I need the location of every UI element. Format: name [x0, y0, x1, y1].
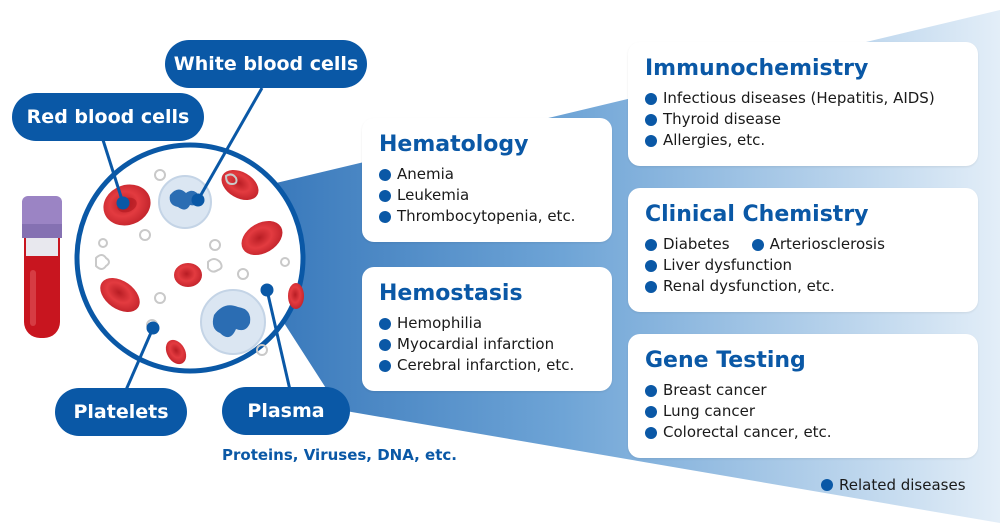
- card-title: Gene Testing: [645, 348, 806, 373]
- disease-item: Myocardial infarction: [379, 334, 602, 355]
- bullet-dot-icon: [751, 238, 764, 251]
- bullet-dot-icon: [645, 384, 657, 397]
- red-blood-cells-label: Red blood cells: [12, 93, 204, 141]
- bullet-dot-icon: [645, 405, 657, 418]
- bullet-dot-icon: [379, 168, 391, 181]
- legend: Related diseases: [821, 476, 966, 494]
- white-blood-cells-label: White blood cells: [165, 40, 367, 88]
- platelets-label: Platelets: [55, 388, 187, 436]
- bullet-dot-icon: [645, 238, 657, 251]
- bullet-dot-icon: [379, 189, 391, 202]
- immunochemistry-card: Immunochemistry Infectious diseases (Hep…: [628, 42, 978, 166]
- disease-item: Breast cancer: [645, 380, 968, 401]
- disease-item: Cerebral infarction, etc.: [379, 355, 602, 376]
- platelets-illustration: [95, 169, 290, 356]
- plasma-label: Plasma: [222, 387, 350, 435]
- bullet-dot-icon: [379, 210, 391, 223]
- disease-item: Renal dysfunction, etc.: [645, 276, 968, 297]
- disease-item: Hemophilia: [379, 313, 602, 334]
- disease-item: Allergies, etc.: [645, 130, 968, 151]
- disease-item: Colorectal cancer, etc.: [645, 422, 968, 443]
- bullet-dot-icon: [379, 317, 391, 330]
- red-blood-cells-illustration: [100, 169, 304, 365]
- white-blood-cells-illustration: [158, 175, 266, 355]
- bullet-dot-icon: [645, 113, 657, 126]
- bullet-dot-icon: [645, 280, 657, 293]
- bullet-dot-icon: [645, 134, 657, 147]
- disease-item: Thrombocytopenia, etc.: [379, 206, 602, 227]
- blood-tube: [22, 196, 62, 338]
- disease-item: Infectious diseases (Hepatitis, AIDS): [645, 88, 968, 109]
- hemostasis-card: Hemostasis Hemophilia Myocardial infarct…: [362, 267, 612, 391]
- card-title: Hematology: [379, 132, 529, 157]
- bullet-dot-icon: [645, 259, 657, 272]
- disease-item: Thyroid disease: [645, 109, 968, 130]
- gene-testing-card: Gene Testing Breast cancer Lung cancer C…: [628, 334, 978, 458]
- plasma-contents-note: Proteins, Viruses, DNA, etc.: [222, 446, 457, 464]
- disease-item: Lung cancer: [645, 401, 968, 422]
- bullet-dot-icon: [379, 359, 391, 372]
- disease-item: Liver dysfunction: [645, 255, 968, 276]
- bullet-dot-icon: [379, 338, 391, 351]
- disease-item: Anemia: [379, 164, 602, 185]
- card-title: Clinical Chemistry: [645, 202, 869, 227]
- card-title: Immunochemistry: [645, 56, 869, 81]
- legend-label: Related diseases: [839, 476, 966, 494]
- hematology-card: Hematology Anemia Leukemia Thrombocytope…: [362, 118, 612, 242]
- legend-dot-icon: [821, 479, 833, 491]
- card-title: Hemostasis: [379, 281, 523, 306]
- bullet-dot-icon: [645, 426, 657, 439]
- bullet-dot-icon: [645, 92, 657, 105]
- disease-item: Leukemia: [379, 185, 602, 206]
